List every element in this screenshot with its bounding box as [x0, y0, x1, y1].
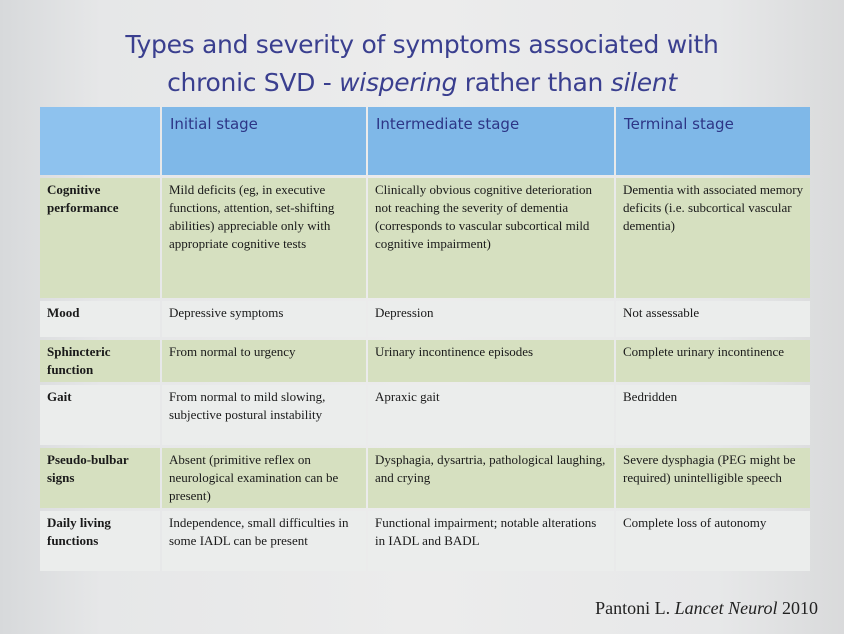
- cell-terminal: Bedridden: [616, 385, 810, 445]
- citation-year: 2010: [777, 598, 818, 618]
- symptoms-table: Initial stage Intermediate stage Termina…: [38, 104, 812, 574]
- table-row: Sphincteric function From normal to urge…: [40, 340, 810, 382]
- row-label: Pseudo-bulbar signs: [40, 448, 160, 508]
- table-row: Daily living functions Independence, sma…: [40, 511, 810, 571]
- citation-author: Pantoni L.: [595, 598, 675, 618]
- citation: Pantoni L. Lancet Neurol 2010: [595, 598, 818, 619]
- header-initial-stage: Initial stage: [162, 107, 366, 175]
- cell-terminal: Not assessable: [616, 301, 810, 337]
- citation-journal: Lancet Neurol: [674, 598, 778, 618]
- header-cell-empty: [40, 107, 160, 175]
- table-row: Mood Depressive symptoms Depression Not …: [40, 301, 810, 337]
- cell-intermediate: Functional impairment; notable alteratio…: [368, 511, 614, 571]
- title-line-2-prefix: chronic SVD -: [167, 68, 340, 97]
- header-terminal-stage: Terminal stage: [616, 107, 810, 175]
- table-header-row: Initial stage Intermediate stage Termina…: [40, 107, 810, 175]
- cell-initial: From normal to urgency: [162, 340, 366, 382]
- table-row: Pseudo-bulbar signs Absent (primitive re…: [40, 448, 810, 508]
- cell-intermediate: Dysphagia, dysartria, pathological laugh…: [368, 448, 614, 508]
- cell-terminal: Complete urinary incontinence: [616, 340, 810, 382]
- header-intermediate-stage: Intermediate stage: [368, 107, 614, 175]
- row-label: Mood: [40, 301, 160, 337]
- cell-terminal: Dementia with associated memory deficits…: [616, 178, 810, 298]
- cell-terminal: Severe dysphagia (PEG might be required)…: [616, 448, 810, 508]
- title-line-2-middle: rather than: [457, 68, 611, 97]
- table-row: Cognitive performance Mild deficits (eg,…: [40, 178, 810, 298]
- cell-intermediate: Apraxic gait: [368, 385, 614, 445]
- cell-terminal: Complete loss of autonomy: [616, 511, 810, 571]
- row-label: Gait: [40, 385, 160, 445]
- table-row: Gait From normal to mild slowing, subjec…: [40, 385, 810, 445]
- row-label: Cognitive performance: [40, 178, 160, 298]
- row-label: Daily living functions: [40, 511, 160, 571]
- cell-initial: From normal to mild slowing, subjective …: [162, 385, 366, 445]
- cell-initial: Absent (primitive reflex on neurological…: [162, 448, 366, 508]
- row-label: Sphincteric function: [40, 340, 160, 382]
- title-italic-silent: silent: [610, 68, 677, 97]
- cell-intermediate: Depression: [368, 301, 614, 337]
- title-line-1: Types and severity of symptoms associate…: [125, 30, 719, 59]
- cell-initial: Independence, small difficulties in some…: [162, 511, 366, 571]
- cell-initial: Depressive symptoms: [162, 301, 366, 337]
- cell-initial: Mild deficits (eg, in executive function…: [162, 178, 366, 298]
- slide-title: Types and severity of symptoms associate…: [0, 26, 844, 102]
- title-italic-wispering: wispering: [339, 68, 458, 97]
- cell-intermediate: Clinically obvious cognitive deteriorati…: [368, 178, 614, 298]
- cell-intermediate: Urinary incontinence episodes: [368, 340, 614, 382]
- title-line-2: chronic SVD - wispering rather than sile…: [0, 64, 844, 102]
